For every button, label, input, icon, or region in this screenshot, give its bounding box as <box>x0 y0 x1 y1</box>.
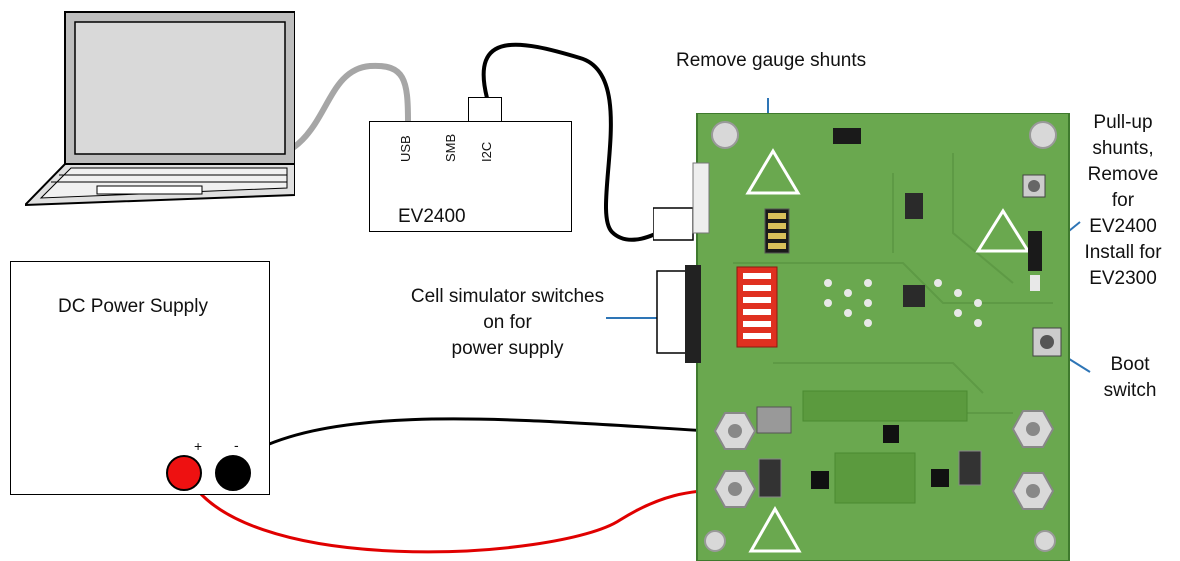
evaluation-board <box>653 113 1070 561</box>
pullup-line7: EV2300 <box>1089 268 1157 289</box>
laptop-icon <box>25 11 295 207</box>
pullup-line2: shunts, <box>1092 138 1154 159</box>
i2c-cable <box>481 42 673 242</box>
plus-terminal-label: + <box>194 438 203 454</box>
power-supply-title: DC Power Supply <box>58 296 208 317</box>
pullup-line3: Remove <box>1087 164 1159 185</box>
pullup-line6: Install for <box>1084 242 1162 263</box>
cell-switches-line3: power supply <box>451 338 564 359</box>
pullup-line1: Pull-up <box>1093 112 1153 133</box>
pullup-line5: EV2400 <box>1089 216 1157 237</box>
cell-switches-line2: on for <box>483 312 532 333</box>
pullup-shunts-callout: Pull-up shunts, Remove for EV2400 Instal… <box>1070 110 1176 292</box>
positive-wire <box>183 469 726 554</box>
minus-terminal-label: - <box>234 437 239 453</box>
pullup-line4: for <box>1111 190 1135 211</box>
cell-switches-line1: Cell simulator switches <box>410 286 605 307</box>
boot-line1: Boot <box>1110 354 1150 375</box>
i2c-port-label: I2C <box>479 141 494 162</box>
cell-switches-callout: Cell simulator switches on for power sup… <box>385 284 630 362</box>
dc-power-supply: DC Power Supply + - <box>10 261 270 495</box>
plus-terminal <box>166 455 202 491</box>
usb-cable <box>261 62 411 163</box>
i2c-board-header <box>653 207 694 241</box>
boot-switch-callout: Boot switch <box>1090 352 1170 404</box>
negative-wire <box>237 417 726 462</box>
gauge-shunts-callout: Remove gauge shunts <box>676 48 896 74</box>
minus-terminal <box>215 455 251 491</box>
ev2400-box: USB SMB I2C EV2400 <box>369 121 572 232</box>
i2c-connector <box>468 97 502 122</box>
boot-line2: switch <box>1103 380 1157 401</box>
ev2400-title: EV2400 <box>398 206 466 227</box>
smb-port-label: SMB <box>443 133 458 162</box>
gauge-shunts-text: Remove gauge shunts <box>676 50 867 71</box>
usb-port-label: USB <box>398 135 413 162</box>
